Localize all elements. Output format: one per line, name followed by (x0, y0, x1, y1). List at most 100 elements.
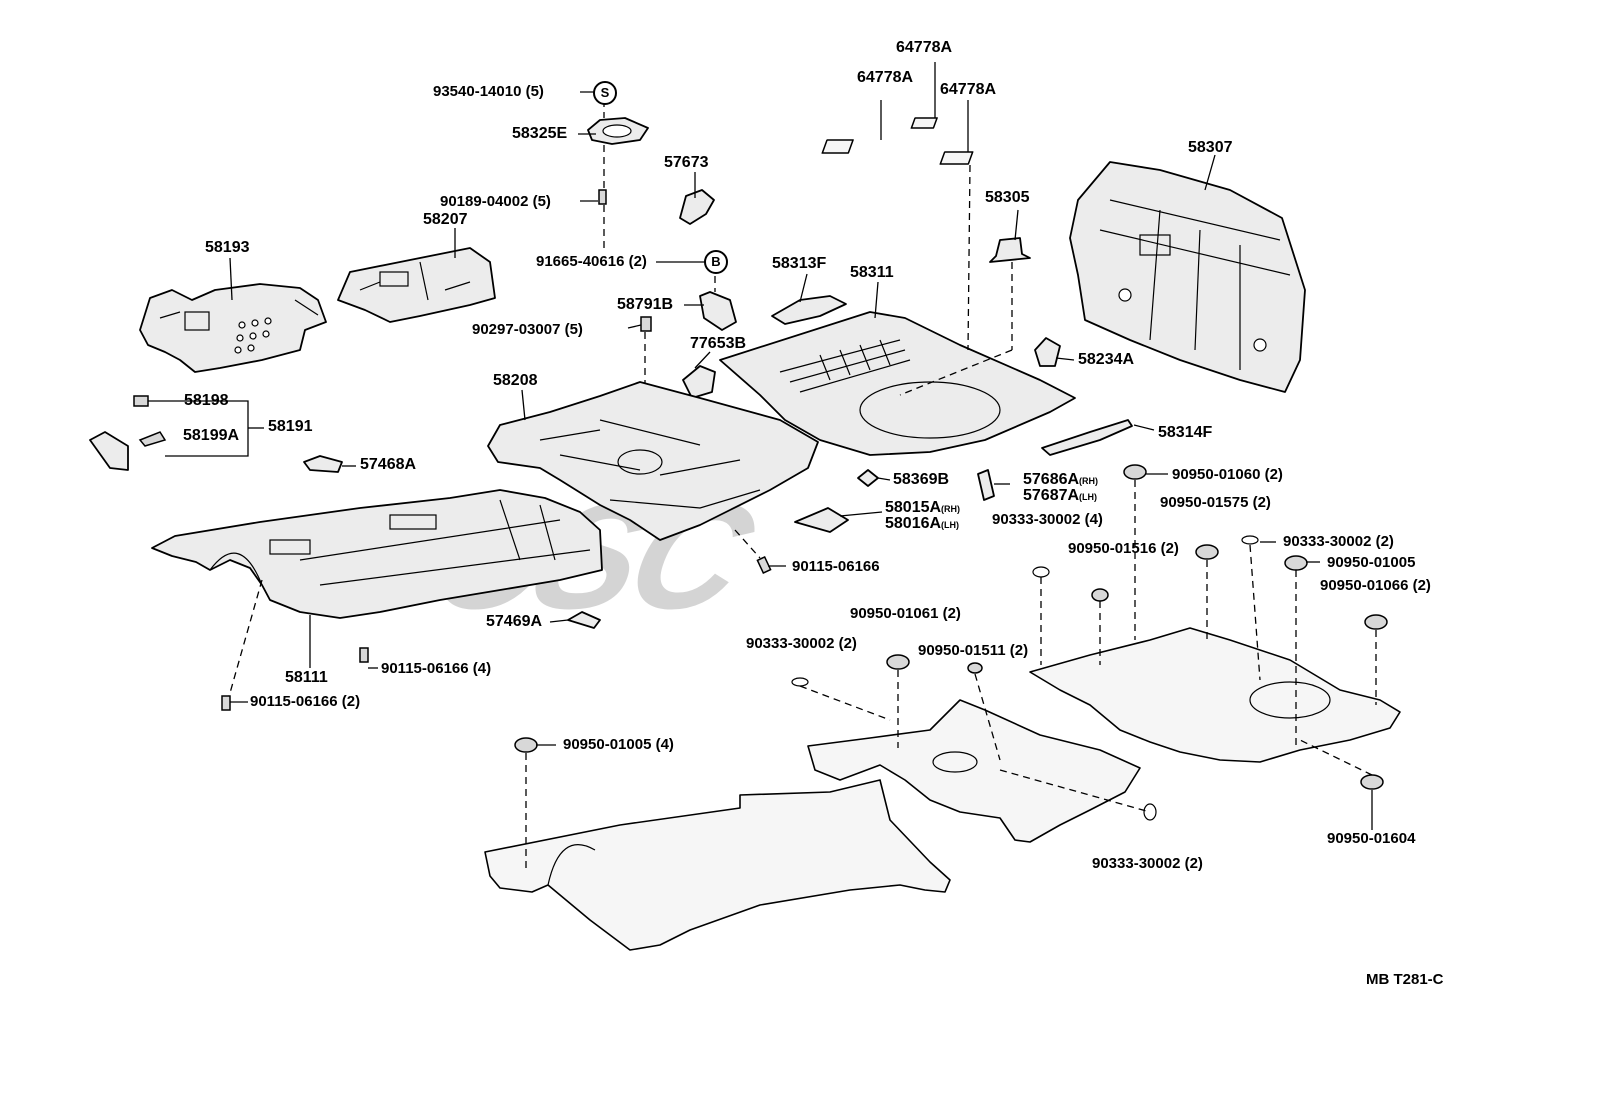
part-58199A (138, 431, 167, 447)
part-58325E (587, 100, 649, 252)
label-58016A: 58016A(LH) (885, 516, 959, 533)
label-57686A: 57686A(RH) (1023, 472, 1098, 489)
part-77653B (682, 365, 716, 399)
fasteners (514, 464, 1388, 821)
part-57469A (567, 611, 601, 629)
label-57469A: 57469A (486, 613, 543, 630)
diagram-code: MB T281-C (1366, 971, 1444, 988)
label-58305: 58305 (985, 189, 1030, 206)
part-57673 (679, 189, 715, 225)
label-58791B: 58791B (617, 296, 674, 313)
label-58369B: 58369B (893, 471, 950, 488)
fastener-lines (525, 480, 1377, 870)
label-90950-01511: 90950-01511 (2) (918, 642, 1029, 659)
part-64778A-top (910, 117, 938, 129)
label-58016A-side: (LH) (941, 520, 960, 530)
s-marker: S (593, 81, 617, 105)
label-57687A: 57687A(LH) (1023, 488, 1097, 505)
carpet-front (484, 779, 951, 951)
label-90950-01005-l: 90950-01005 (4) (563, 736, 674, 753)
label-57687A-side: (LH) (1079, 492, 1098, 502)
label-90950-01066: 90950-01066 (2) (1320, 577, 1431, 594)
label-57673: 57673 (664, 154, 709, 171)
part-57468A (303, 455, 343, 473)
label-58208: 58208 (493, 372, 538, 389)
label-90950-01575: 90950-01575 (2) (1160, 494, 1271, 511)
part-90115-c (221, 695, 231, 711)
label-64778A-right: 64778A (940, 81, 997, 98)
label-58325E: 58325E (512, 125, 568, 142)
label-90115-a: 90115-06166 (792, 558, 880, 575)
part-57686A (977, 469, 995, 501)
label-58198: 58198 (184, 392, 229, 409)
label-90333-b: 90333-30002 (2) (1283, 533, 1394, 550)
label-90115-c: 90115-06166 (2) (250, 693, 361, 710)
part-58311 (719, 311, 1076, 456)
plug-90333-a (1032, 566, 1050, 578)
label-58015A: 58015A(RH) (885, 500, 960, 517)
label-64778A-left: 64778A (857, 69, 914, 86)
part-90297 (640, 316, 652, 332)
part-58208 (487, 381, 819, 541)
part-58199A-bracket (89, 431, 129, 471)
b-marker: B (704, 250, 728, 274)
clip-90950-01066 (1364, 614, 1388, 630)
label-90333-a: 90333-30002 (4) (992, 511, 1103, 528)
label-58311: 58311 (850, 264, 894, 281)
part-64778A-right (939, 151, 974, 165)
part-58198 (133, 395, 149, 407)
label-58015A-side: (RH) (941, 504, 961, 514)
label-77653B: 77653B (690, 335, 747, 352)
plug-90333-d (1143, 803, 1157, 821)
plug-90333-b (1241, 535, 1259, 545)
part-90115-b (359, 647, 369, 663)
label-58016A-code: 58016A (885, 515, 942, 532)
clip-90950-01061 (886, 654, 910, 670)
part-58111 (151, 489, 603, 619)
clip-90950-01575 (1195, 544, 1219, 560)
plug-90333-c (791, 677, 809, 687)
clip-90950-01005-r (1284, 555, 1308, 571)
label-58015A-code: 58015A (885, 499, 942, 516)
part-58307 (1069, 161, 1306, 393)
clip-90950-01516 (1091, 588, 1109, 602)
clip-90950-01604 (1360, 774, 1384, 790)
label-90950-01060: 90950-01060 (2) (1172, 466, 1283, 483)
part-58791B (699, 291, 737, 331)
label-91665: 91665-40616 (2) (536, 253, 647, 270)
label-57687A-code: 57687A (1023, 487, 1080, 504)
label-57686A-code: 57686A (1023, 471, 1080, 488)
label-58111: 58111 (285, 669, 328, 686)
label-58307: 58307 (1188, 139, 1233, 156)
part-58193 (139, 283, 327, 373)
part-58234A (1034, 337, 1061, 367)
label-90297: 90297-03007 (5) (472, 321, 583, 338)
part-58314F (1041, 419, 1133, 456)
label-90950-01604: 90950-01604 (1327, 830, 1416, 847)
label-57686A-side: (RH) (1079, 476, 1099, 486)
label-58193: 58193 (205, 239, 250, 256)
label-58314F: 58314F (1158, 424, 1213, 441)
label-58207: 58207 (423, 211, 468, 228)
clip-90950-01060 (1123, 464, 1147, 480)
label-90189: 90189-04002 (5) (440, 193, 551, 210)
label-93540: 93540-14010 (5) (433, 83, 544, 100)
clip-90950-01005-l (514, 737, 538, 753)
label-90950-01516: 90950-01516 (2) (1068, 540, 1179, 557)
part-58369B (857, 469, 879, 487)
part-58207 (337, 247, 496, 323)
part-90115-a (756, 555, 772, 575)
label-90333-d: 90333-30002 (2) (1092, 855, 1203, 872)
part-58305 (989, 237, 1031, 263)
leader-lines (229, 91, 1373, 830)
label-90950-01061: 90950-01061 (2) (850, 605, 961, 622)
carpet-middle (807, 699, 1141, 843)
label-90950-01005-r: 90950-01005 (1327, 554, 1416, 571)
label-57468A: 57468A (360, 456, 417, 473)
part-58015A (794, 507, 849, 533)
clip-90950-01511 (967, 662, 983, 674)
label-58234A: 58234A (1078, 351, 1135, 368)
carpet-rear (1029, 627, 1401, 763)
label-58199A: 58199A (183, 427, 240, 444)
